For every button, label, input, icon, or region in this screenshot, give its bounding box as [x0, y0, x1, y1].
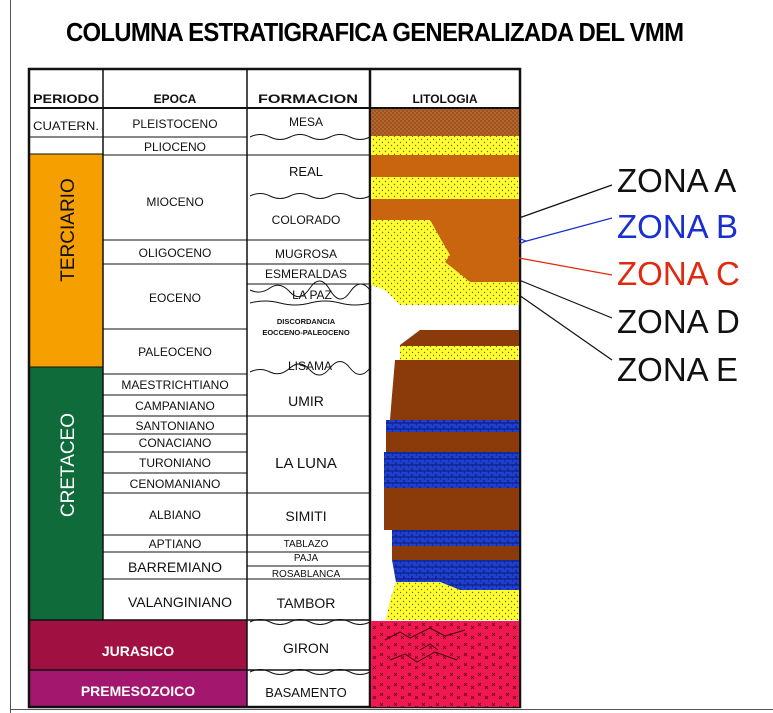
formation-label: TAMBOR: [277, 595, 336, 611]
lith-sand-layer: [371, 177, 519, 199]
formation-label: ESMERALDAS: [265, 267, 347, 281]
formation-label: LISAMA: [288, 359, 332, 373]
lith-red-beds-texture: [384, 627, 466, 663]
epoch-label: CAMPANIANO: [135, 399, 215, 413]
zone-label-b: ZONA B: [617, 208, 738, 245]
formation-label: DISCORDANCIA: [277, 317, 336, 326]
header-periodo: PERIODO: [33, 92, 99, 106]
zone-lines: [517, 184, 613, 361]
unconformity-lines: [249, 134, 371, 675]
lith-dark-shale: [392, 546, 519, 560]
lith-dark-shale: [384, 488, 519, 530]
formation-label: ROSABLANCA: [272, 569, 341, 580]
epoch-label: EOCENO: [149, 291, 201, 305]
epoch-label: ALBIANO: [149, 508, 201, 522]
period-cretaceo-block: [30, 367, 103, 620]
lith-shale-layer: [371, 155, 519, 177]
epoch-label: PLIOCENO: [144, 140, 206, 154]
period-label-jurasico: JURASICO: [102, 643, 174, 659]
period-label-terciario: TERCIARIO: [58, 178, 79, 281]
lith-dark-shale: [390, 360, 519, 420]
formation-label: EOCCENO-PALEOCENO: [262, 328, 350, 337]
zone-labels: ZONA A ZONA B ZONA C ZONA D ZONA E: [617, 162, 740, 388]
zone-label-d: ZONA D: [617, 303, 740, 340]
zone-label-a: ZONA A: [617, 162, 736, 199]
epoch-label: OLIGOCENO: [139, 246, 212, 260]
period-label-cuatern: CUATERN.: [33, 119, 99, 133]
lith-red-beds: [371, 621, 519, 707]
table-grid: [27, 67, 522, 709]
epoch-labels: PLEISTOCENO PLIOCENO MIOCENO OLIGOCENO E…: [121, 117, 232, 610]
zone-label-e: ZONA E: [617, 351, 738, 388]
epoch-label: BARREMIANO: [128, 559, 222, 575]
formation-label: COLORADO: [272, 213, 341, 227]
formation-label: LA LUNA: [275, 455, 337, 472]
epoch-label: PLEISTOCENO: [132, 117, 217, 131]
epoch-label: TURONIANO: [139, 456, 211, 470]
formation-label: UMIR: [288, 393, 324, 409]
lith-limestone: [392, 530, 519, 546]
lith-dark-shale: [400, 330, 519, 346]
period-terciario-block: [30, 154, 103, 367]
formation-label: MUGROSA: [275, 247, 337, 261]
header-epoca: EPOCA: [154, 92, 197, 106]
lith-limestone: [386, 420, 519, 432]
lith-limestone: [384, 452, 519, 488]
column-headers: PERIODO EPOCA FORMACION LITOLOGIA: [33, 92, 478, 106]
period-label-premesozoico: PREMESOZOICO: [81, 683, 195, 699]
lith-sand-layer: [400, 346, 519, 360]
lith-sand-layer: [371, 136, 519, 155]
period-premesozoico-block: [30, 670, 247, 706]
period-label-cretaceo: CRETACEO: [58, 413, 79, 517]
formation-label: MESA: [289, 115, 323, 129]
lith-shale-layer: [440, 238, 519, 282]
formation-label: GIRON: [283, 640, 329, 656]
frame-bottom-border: [10, 709, 773, 710]
formation-label: TABLAZO: [284, 539, 329, 550]
epoch-label: APTIANO: [149, 537, 202, 551]
epoch-label: VALANGINIANO: [128, 594, 232, 610]
lith-sand-layer: [371, 220, 450, 262]
formation-label: BASAMENTO: [265, 685, 346, 700]
zone-label-c: ZONA C: [617, 255, 740, 292]
period-jurasico-block: [30, 620, 247, 670]
lithology-column: [371, 109, 519, 707]
formation-label: LA PAZ: [292, 288, 332, 302]
epoch-label: MIOCENO: [146, 195, 203, 209]
epoch-label: CONACIANO: [139, 436, 212, 450]
header-litologia: LITOLOGIA: [412, 92, 477, 106]
epoch-label: SANTONIANO: [135, 419, 214, 433]
lith-sand-layer: [371, 262, 519, 305]
lith-dark-shale: [386, 432, 519, 452]
lith-quaternary: [371, 109, 519, 136]
page-title: COLUMNA ESTRATIGRAFICA GENERALIZADA DEL …: [66, 17, 684, 47]
lith-limestone: [392, 560, 519, 590]
frame-left-border: [10, 0, 11, 713]
epoch-label: MAESTRICHTIANO: [121, 378, 228, 392]
lith-sand-layer: [386, 582, 519, 620]
lith-shale-layer: [371, 199, 519, 238]
epoch-label: CENOMANIANO: [130, 477, 221, 491]
formation-label: PAJA: [294, 553, 319, 564]
header-formacion: FORMACION: [258, 92, 358, 106]
formation-label: SIMITI: [285, 508, 326, 524]
formation-labels: MESA REAL COLORADO MUGROSA ESMERALDAS LA…: [262, 115, 350, 700]
epoch-label: PALEOCENO: [138, 345, 212, 359]
formation-label: REAL: [289, 164, 323, 179]
